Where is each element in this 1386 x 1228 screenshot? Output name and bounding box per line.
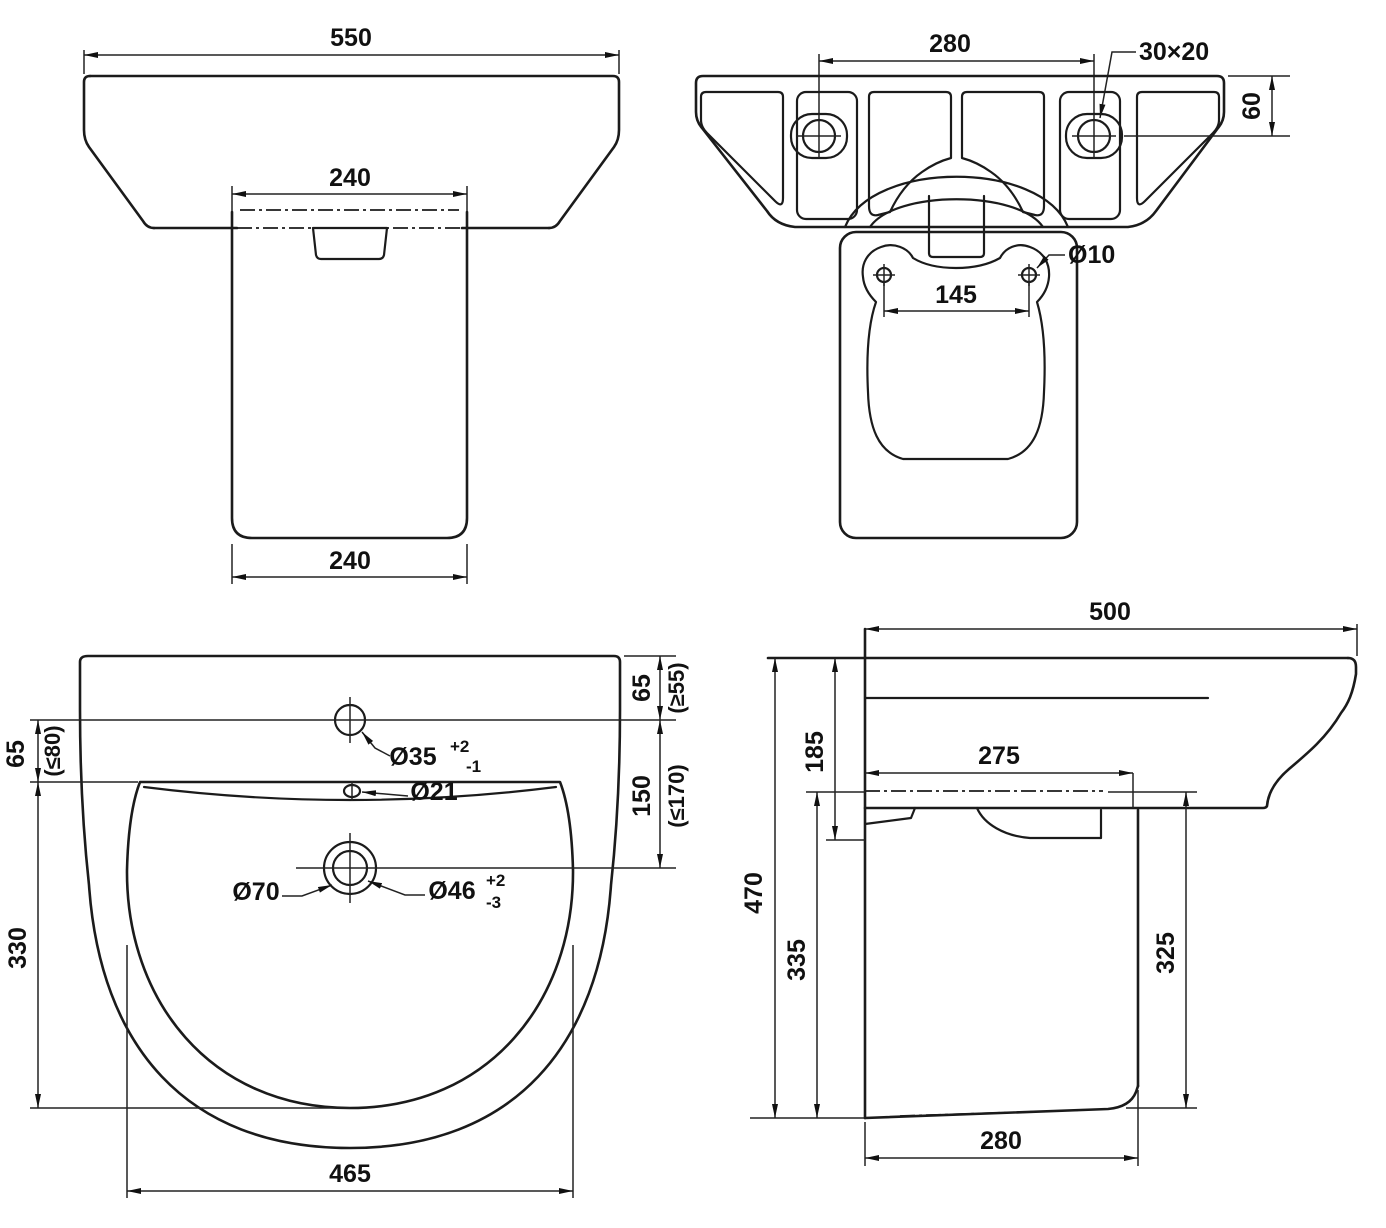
dim-rear-fixing-hole-offset: 60 [1238,92,1266,120]
plan-bowl-waterline [142,785,558,802]
rear-panel-4 [960,90,1046,217]
side-basin-front-profile [863,656,1358,810]
dim-plan-tap-to-rim: 65 [628,674,656,702]
dim-rear-pedestal-fixing-centers: 145 [935,281,977,309]
front-drain-spigot [311,226,389,261]
dim-rear-pedestal-fixing-dia: Ø10 [1068,241,1115,269]
plan-basin-outline [78,654,622,1150]
plan-view: 65 (≤80) 330 65 (≥55) 150 (≤170) Ø35 +2 … [2,654,689,1198]
dim-plan-tap-to-drain-limit: (≤170) [664,764,689,827]
dim-plan-tap-tol-plus: +2 [450,737,469,756]
rear-view: 280 30×20 60 [694,30,1290,540]
dim-plan-bowl-width: 465 [329,1160,371,1188]
dim-side-rim-to-shelf: 185 [801,731,829,773]
dim-plan-drain-hole: Ø46 [428,877,475,905]
front-basin-outline-right [88,74,621,230]
dim-plan-overflow-hole: Ø21 [410,778,457,806]
side-underside-left-detail [863,806,917,826]
dim-plan-tap-to-bowl-limit: (≤80) [40,725,65,776]
front-basin-outline-left [82,74,156,230]
dim-plan-tap-to-rim-limit: (≥55) [664,662,689,713]
front-view: 550 240 240 [82,24,621,584]
dim-side-shelf-depth: 275 [978,742,1020,770]
dim-front-pedestal-bottom-width: 240 [329,547,371,575]
plan-drain-recess-leader [282,884,333,897]
dim-front-overall-width: 550 [330,24,372,52]
rear-panel-3 [867,90,953,217]
side-pedestal-bottom [863,1084,1140,1120]
rear-basin-outline [694,74,1226,229]
dim-rear-fixing-slot-size: 30×20 [1139,38,1209,66]
rear-pedestal-outline [838,230,1079,540]
rear-panel-5 [1058,90,1122,221]
plan-overflow-leader [361,790,409,797]
rear-pedestal-cutout [861,244,1051,461]
rear-arch-inner [868,198,1045,229]
plan-tap-leader [361,731,391,757]
dim-plan-drain-recess: Ø70 [232,878,279,906]
dim-front-pedestal-top-width: 240 [329,164,371,192]
rear-panel-2 [795,90,859,221]
plan-drain-hole-leader [367,880,425,896]
front-pedestal-outline [230,210,469,540]
dim-side-pedestal-front-height: 325 [1152,932,1180,974]
rear-slot-leader [1099,51,1136,119]
dim-side-pedestal-depth: 280 [980,1127,1022,1155]
rear-panel-1 [699,90,785,206]
plan-bowl-outline [125,780,575,1110]
dim-rear-fixing-hole-centers: 280 [929,30,971,58]
dim-plan-drain-tol-minus: -3 [486,893,501,912]
dim-plan-tap-tol-minus: -1 [466,757,481,776]
dim-plan-tap-to-drain: 150 [628,775,656,817]
rear-arch-outer [843,175,1070,229]
dim-side-shelf-height: 335 [783,939,811,981]
rear-panel-6 [1135,90,1221,206]
side-pedestal-bottom-centerline [899,1109,1086,1117]
side-view: 500 470 185 275 335 3 [740,598,1358,1166]
dim-side-overall-depth: 500 [1089,598,1131,626]
rear-drain-spigot [927,194,986,259]
dim-plan-tap-to-bowl: 65 [2,740,30,768]
rear-pedestal-hole-leader [1036,254,1065,269]
dim-plan-drain-tol-plus: +2 [486,871,505,890]
side-underside-drain-detail [975,806,1103,840]
dim-side-rim-height: 470 [740,872,768,914]
dim-plan-bowl-length: 330 [4,927,32,969]
dim-plan-tap-hole: Ø35 [389,743,436,771]
